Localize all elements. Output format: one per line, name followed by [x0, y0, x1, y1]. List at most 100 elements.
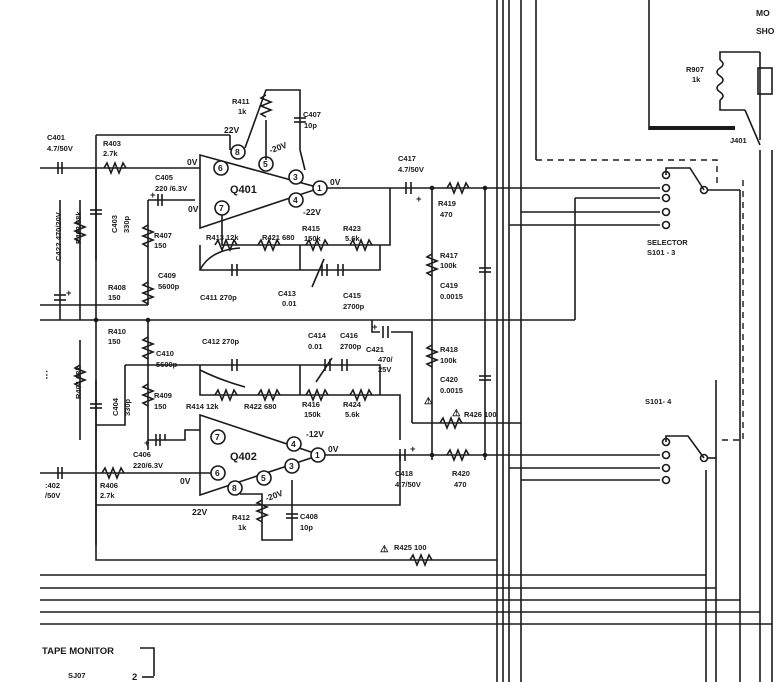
label-r412: R412 — [232, 513, 250, 522]
label-r408: R408 — [108, 283, 126, 292]
label-c419-val: 0.0015 — [440, 292, 463, 301]
label-r409: R409 — [154, 391, 172, 400]
label-r418-val: 100k — [440, 356, 458, 365]
label-q402: Q402 — [230, 451, 257, 463]
label-c413-val: 0.01 — [282, 299, 297, 308]
pin-u2-6: 6 — [215, 468, 220, 478]
label-c404-val: 330p — [123, 398, 132, 416]
label-tape-monitor: TAPE MONITOR — [42, 646, 114, 657]
label-c407-val: 10p — [304, 121, 317, 130]
label-c406-val: 220/6.3V — [133, 461, 163, 470]
label-s101-4: S101- 4 — [645, 397, 672, 406]
svg-text:+: + — [410, 444, 416, 455]
label-c404: C404 — [111, 397, 120, 416]
label-r416: R416 — [302, 400, 320, 409]
label-r425: R425 100 — [394, 543, 427, 552]
label-r406: R406 — [100, 481, 118, 490]
label-c411: C411 270p — [200, 293, 237, 302]
label-0v-c: 0V — [330, 177, 341, 187]
label-r416-val: 150k — [304, 410, 322, 419]
pin-u2-8: 8 — [232, 483, 237, 493]
label-c421-val: 470/ — [378, 355, 394, 364]
label-r422: R422 680 — [244, 402, 277, 411]
label-r413: R413 12k — [206, 233, 239, 242]
label-sho: SHO — [756, 26, 775, 36]
svg-text:+: + — [372, 322, 378, 333]
warning-icon-2: ⚠ — [452, 408, 461, 419]
label-r415: R415 — [302, 224, 320, 233]
right-bus-lines — [496, 0, 773, 682]
label-22v-neg-top: -22V — [303, 207, 321, 217]
label-c418-val: 4.7/50V — [395, 480, 421, 489]
pin-u1-6: 6 — [218, 163, 223, 173]
label-r414: R414 12k — [186, 402, 219, 411]
label-c410-val: 5600p — [156, 360, 178, 369]
label-c417: C417 — [398, 154, 416, 163]
label-22v-top: 22V — [224, 125, 239, 135]
switch-coupling-dashed — [536, 159, 744, 441]
label-r407: R407 — [154, 231, 172, 240]
pin-u2-4: 4 — [291, 439, 296, 449]
pin-u2-7: 7 — [215, 432, 220, 442]
label-0v-lower-a: 0V — [180, 476, 191, 486]
label-mo: MO — [756, 8, 770, 18]
label-c403-val: 330p — [122, 215, 131, 233]
label-c402: :402 — [45, 481, 60, 490]
label-c415-val: 2700p — [343, 302, 365, 311]
label-0v-b: 0V — [188, 204, 199, 214]
label-c405-val: 220 /6.3V — [155, 184, 187, 193]
label-c415: C415 — [343, 291, 361, 300]
label-0v-lower-c: 0V — [328, 444, 339, 454]
label-c417-val: 4.7/50V — [398, 165, 424, 174]
label-c420-val: 0.0015 — [440, 386, 463, 395]
label-c408: C408 — [300, 512, 318, 521]
label-12v-neg: -12V — [306, 429, 324, 439]
pin-u1-5: 5 — [263, 159, 268, 169]
label-r410: R410 — [108, 327, 126, 336]
label-r420-val: 470 — [454, 480, 467, 489]
label-c416-val: 2700p — [340, 342, 362, 351]
pin-u1-3: 3 — [293, 172, 298, 182]
label-s101-3: S101 - 3 — [647, 248, 675, 257]
label-r420: R420 — [452, 469, 470, 478]
label-selector: SELECTOR — [647, 238, 688, 247]
label-r408-val: 150 — [108, 293, 121, 302]
label-c401: C401 — [47, 133, 65, 142]
label-22v-bottom: 22V — [192, 507, 207, 517]
label-r415-val: 150k — [304, 234, 322, 243]
label-r423: R423 — [343, 224, 361, 233]
svg-text:+: + — [416, 194, 422, 205]
label-r424: R424 — [343, 400, 362, 409]
label-r407-val: 150 — [154, 241, 167, 250]
top-right-jack: MO SHO R907 1k J401 — [686, 8, 775, 146]
label-c419: C419 — [440, 281, 458, 290]
label-r412-val: 1k — [238, 523, 247, 532]
upper-channel: C401 4.7/50V R403 2.7k C403 330p R403 68… — [40, 89, 740, 545]
label-c412: C412 270p — [202, 337, 240, 346]
label-sj07: SJ07 — [68, 671, 86, 680]
label-c410: C410 — [156, 349, 174, 358]
label-c4-side: C4?? 470/20V — [54, 212, 63, 261]
pin-u1-1: 1 — [317, 183, 322, 193]
label-r411: R411 — [232, 97, 250, 106]
label-r426: R426 100 — [464, 410, 497, 419]
bottom-bus: TAPE MONITOR SJ07 2 — [40, 574, 772, 682]
label-c405: C405 — [155, 173, 173, 182]
warning-icon: ⚠ — [424, 396, 433, 407]
svg-text:+: + — [66, 288, 72, 299]
label-c409-val: 5600p — [158, 282, 180, 291]
label-r419-val: 470 — [440, 210, 453, 219]
label-20v-bottom: -20V — [264, 488, 285, 504]
label-c408-val: 10p — [300, 523, 313, 532]
label-c421: C421 — [366, 345, 384, 354]
label-c416: C416 — [340, 331, 358, 340]
label-c420: C420 — [440, 375, 458, 384]
label-r424-val: 5.6k — [345, 410, 360, 419]
label-c421-val2: 25V — [378, 365, 391, 374]
label-r409-val: 150 — [154, 402, 167, 411]
pin-u2-1: 1 — [315, 450, 320, 460]
label-r907: R907 — [686, 65, 704, 74]
label-r404-side: R404 68k — [74, 366, 83, 399]
label-c406: C406 — [133, 450, 151, 459]
